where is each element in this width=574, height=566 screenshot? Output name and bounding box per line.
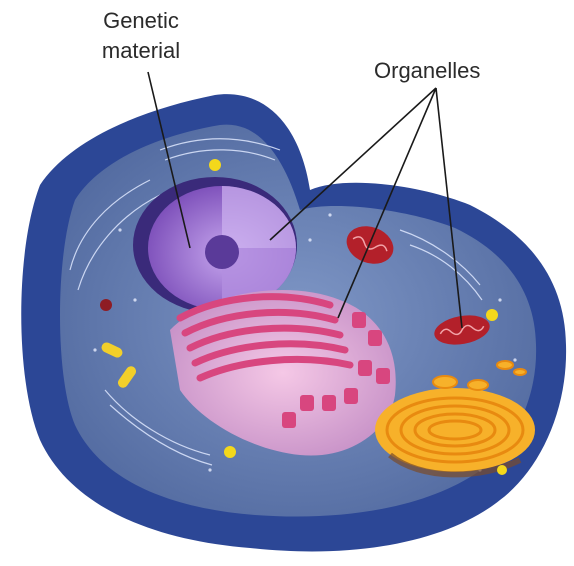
label-genetic-material-line2: material xyxy=(86,36,196,66)
nucleolus-icon xyxy=(205,235,239,269)
label-genetic-material: Genetic material xyxy=(86,6,196,66)
label-organelles: Organelles xyxy=(374,56,480,86)
mitochondrion-icon xyxy=(100,299,112,311)
label-genetic-material-line1: Genetic xyxy=(86,6,196,36)
